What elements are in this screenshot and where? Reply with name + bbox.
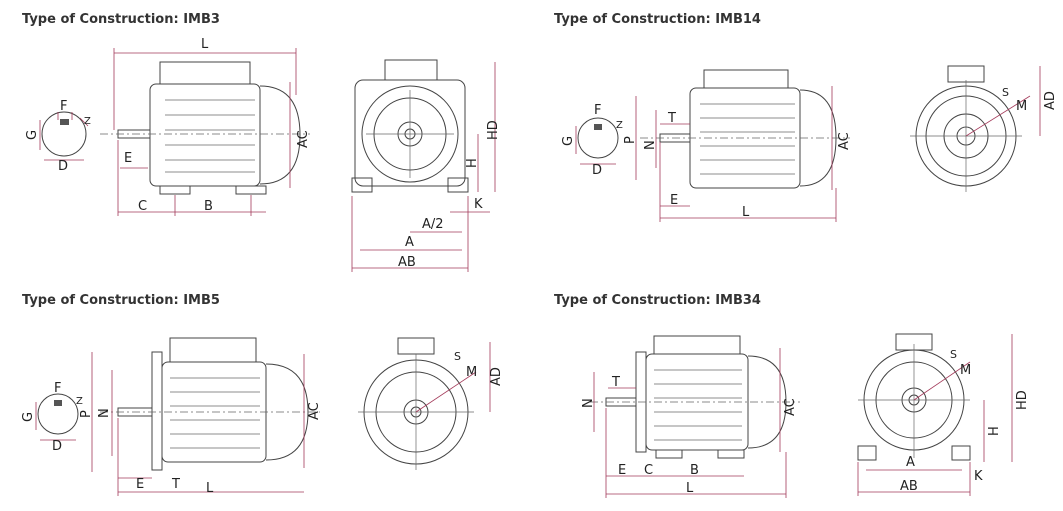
imb5-label-s: S <box>454 350 461 363</box>
imb5-end-view <box>358 337 491 470</box>
imb34-label-b: B <box>690 463 699 478</box>
imb14-label-t: T <box>667 111 676 126</box>
imb3-drawing: L AC HD H K A/2 A AB C B E F G D Z <box>25 37 501 272</box>
imb3-label-a: A <box>405 235 414 250</box>
imb5-label-n: N <box>97 408 112 418</box>
imb5-shaft-section <box>35 393 79 441</box>
imb3-label-h: H <box>465 158 480 168</box>
imb14-label-z: Z <box>616 120 623 131</box>
imb14-label-f: F <box>594 103 601 118</box>
imb14-label-d: D <box>592 163 602 178</box>
panel-title-imb3: Type of Construction: IMB3 <box>22 12 220 27</box>
imb14-label-ac: AC <box>837 132 852 150</box>
imb3-label-ab: AB <box>398 255 416 270</box>
imb3-label-z: Z <box>84 116 91 127</box>
imb3-end-view <box>351 59 496 272</box>
imb34-end-view <box>857 333 1013 496</box>
imb34-label-a: A <box>906 455 915 470</box>
imb34-label-n: N <box>581 398 596 408</box>
imb3-side-view <box>100 61 310 195</box>
imb3-label-f: F <box>60 99 67 114</box>
imb5-side-view <box>100 337 320 471</box>
imb5-label-m: M <box>466 365 477 380</box>
imb5-drawing: AC P N E T L AD S M F G D Z <box>21 337 504 496</box>
imb3-label-ac: AC <box>296 130 311 148</box>
imb34-drawing: T N AC E C B L HD H K A AB S M <box>581 333 1030 498</box>
imb34-side-view <box>590 335 800 459</box>
imb14-label-ad: AD <box>1043 91 1058 110</box>
imb5-label-ad: AD <box>489 367 504 386</box>
imb3-label-c: C <box>138 199 147 214</box>
imb34-label-l: L <box>686 481 694 496</box>
imb14-label-l: L <box>742 205 750 220</box>
imb14-label-e: E <box>670 193 678 208</box>
imb34-label-e: E <box>618 463 626 478</box>
imb5-label-g: G <box>21 412 36 422</box>
imb14-label-n: N <box>643 140 658 150</box>
imb5-label-z: Z <box>76 396 83 407</box>
imb34-label-h: H <box>987 426 1002 436</box>
imb5-label-ac: AC <box>307 402 322 420</box>
imb5-label-e: E <box>136 477 144 492</box>
imb34-label-t: T <box>611 375 620 390</box>
imb3-label-b: B <box>204 199 213 214</box>
imb14-shaft-section <box>575 117 619 165</box>
imb14-label-p: P <box>623 136 638 144</box>
imb5-label-f: F <box>54 381 61 396</box>
imb3-label-a2: A/2 <box>422 217 444 232</box>
imb34-label-ab: AB <box>900 479 918 494</box>
imb3-label-k: K <box>474 197 483 212</box>
imb14-side-view <box>640 69 850 189</box>
imb14-dimensions <box>635 86 837 222</box>
imb34-label-c: C <box>644 463 653 478</box>
imb3-label-hd: HD <box>486 120 501 140</box>
imb3-label-l: L <box>201 37 209 52</box>
imb14-drawing: T P N AC E L AD S M F G D Z <box>561 65 1058 222</box>
imb34-label-m: M <box>960 363 971 378</box>
imb34-label-ac: AC <box>783 398 798 416</box>
imb3-label-g: G <box>25 130 40 140</box>
imb5-dimensions <box>91 352 305 496</box>
imb14-label-s: S <box>1002 86 1009 99</box>
imb5-label-p: P <box>79 410 94 418</box>
imb3-label-e: E <box>124 151 132 166</box>
imb5-label-l: L <box>206 481 214 496</box>
imb34-label-k: K <box>974 469 983 484</box>
imb14-label-g: G <box>561 136 576 146</box>
imb34-dimensions <box>593 348 787 498</box>
imb3-dimensions <box>113 48 297 216</box>
imb3-shaft-section <box>39 111 89 161</box>
imb34-label-hd: HD <box>1015 390 1030 410</box>
imb34-label-s: S <box>950 348 957 361</box>
imb3-label-d: D <box>58 159 68 174</box>
imb5-label-t: T <box>171 477 180 492</box>
panel-title-imb5: Type of Construction: IMB5 <box>22 293 220 308</box>
imb5-label-d: D <box>52 439 62 454</box>
imb14-end-view <box>910 65 1041 192</box>
imb14-label-m: M <box>1016 99 1027 114</box>
panel-title-imb34: Type of Construction: IMB34 <box>554 293 761 308</box>
panel-title-imb14: Type of Construction: IMB14 <box>554 12 761 27</box>
